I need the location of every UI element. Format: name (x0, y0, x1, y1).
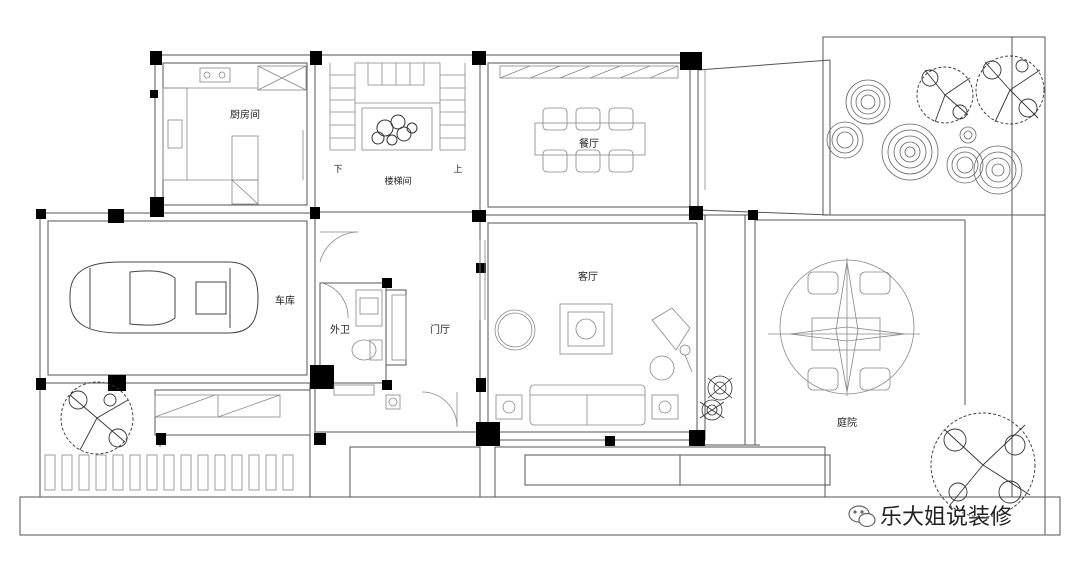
label-living: 客厅 (578, 270, 598, 283)
walls (39, 54, 966, 498)
kitchen-fixtures (162, 65, 307, 205)
label-stairs-down: 下 (333, 165, 342, 175)
tree-icon-bottomleft (60, 381, 134, 455)
tree-icon-bottomright (930, 412, 1036, 518)
label-garage: 车库 (275, 294, 295, 307)
label-stairs-up: 上 (453, 164, 462, 175)
watermark-text: 乐大姐说装修 (880, 505, 1012, 530)
wc-fixtures (319, 231, 458, 428)
watermark: 乐大姐说装修 (848, 505, 1012, 530)
wechat-icon (848, 505, 876, 528)
shrub-icon (699, 375, 733, 421)
stairwell-steps (329, 62, 466, 151)
car-icon (69, 261, 259, 334)
site-boundary (19, 36, 1061, 536)
label-courtyard: 庭院 (837, 416, 857, 429)
label-foyer: 门厅 (430, 323, 450, 336)
tree-icon-topright-1 (916, 66, 974, 124)
label-stairs: 楼梯间 (384, 175, 411, 187)
dining-fixtures (499, 65, 706, 190)
living-fixtures (479, 240, 693, 426)
stair-plant-icon (371, 114, 418, 146)
fence (44, 394, 294, 491)
columns (36, 51, 758, 446)
courtyard-fixtures (768, 258, 920, 396)
tree-icon-topright-2 (975, 55, 1045, 125)
room-labels: 厨房间 餐厅 楼梯间 下 上 车库 外卫 门厅 客厅 庭院 (230, 108, 857, 429)
label-kitchen: 厨房间 (230, 108, 260, 121)
garden-rings (826, 79, 1023, 195)
label-dining: 餐厅 (579, 137, 599, 150)
label-wc: 外卫 (330, 324, 350, 336)
